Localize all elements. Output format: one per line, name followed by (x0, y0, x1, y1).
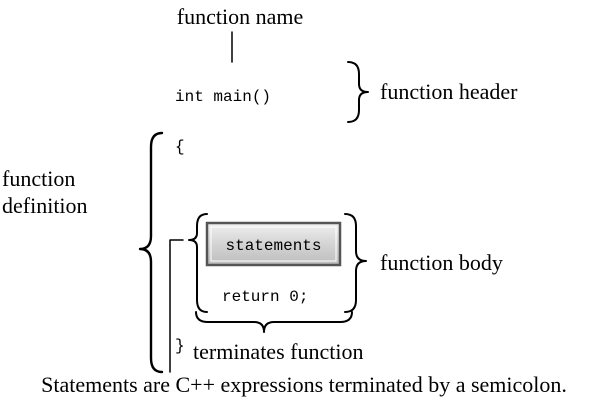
caption: Statements are C++ expressions terminate… (41, 372, 567, 397)
function-definition-label-line1: function (2, 166, 75, 191)
function-header-label: function header (380, 79, 518, 104)
terminates-brace (195, 311, 353, 333)
inner-body-bracket (169, 239, 184, 373)
function-body-left-brace (188, 213, 208, 313)
terminates-function-label: terminates function (193, 339, 363, 364)
statements-box (205, 221, 342, 267)
code-statements: statements (225, 237, 321, 255)
function-definition-label-line2: definition (2, 193, 88, 218)
function-header-brace (347, 61, 369, 123)
code-header: int main() (175, 88, 271, 106)
code-return-statement: return 0; (222, 288, 308, 306)
function-name-label: function name (177, 4, 303, 29)
code-open-brace: { (175, 138, 185, 156)
function-body-right-brace (344, 213, 367, 313)
function-definition-brace (138, 131, 164, 374)
code-close-brace: } (175, 337, 185, 355)
statements-box-inner (210, 226, 337, 262)
function-body-label: function body (380, 250, 503, 275)
